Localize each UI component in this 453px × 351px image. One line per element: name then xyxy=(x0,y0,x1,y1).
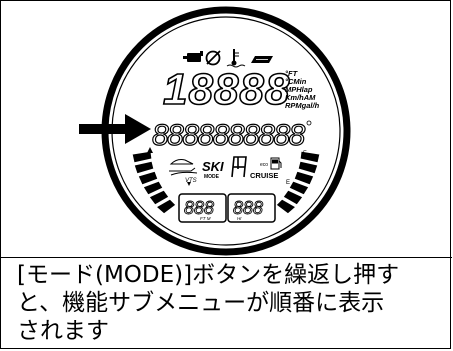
right-bar-graph xyxy=(275,150,321,215)
vts-boat-icon xyxy=(169,159,198,176)
oil-warning-icon xyxy=(183,51,203,62)
section-divider xyxy=(1,257,452,258)
caption-line-1: [モード(MODE)]ボタンを繰返し押す xyxy=(17,262,400,288)
main-digits: 18888 xyxy=(163,65,290,114)
battery-icon xyxy=(251,56,273,63)
unit-label-3: MPHlap xyxy=(285,85,313,94)
pointer-arrow-icon xyxy=(79,114,151,144)
fuel-full-label: F xyxy=(303,151,307,157)
segment-row: 8888888888 xyxy=(152,119,306,152)
instruction-caption: [モード(MODE)]ボタンを繰返し押す と、機能サブメニューが順番に表示 され… xyxy=(17,261,442,345)
up-triangle-icon xyxy=(147,147,153,153)
gauge-illustration: 18888 °FT °CMin MPHlap Km/hAM RPMgal/h 8… xyxy=(1,1,452,257)
unit-label-4: Km/hAM xyxy=(285,93,316,102)
ski-label: SKI xyxy=(202,159,224,174)
mode-letter-segment xyxy=(231,156,247,178)
right-digit-box xyxy=(227,193,276,223)
unit-label-1: °FT xyxy=(285,69,299,78)
unit-label-5: RPMgal/h xyxy=(285,101,320,110)
unit-label-2: °CMin xyxy=(285,77,307,86)
vts-label: VTS xyxy=(185,178,197,184)
left-box-digits: 888 xyxy=(184,198,214,218)
left-box-units: FT M xyxy=(200,216,211,221)
fuel-empty-label: E xyxy=(286,180,290,186)
right-box-digits: 888 xyxy=(233,198,263,218)
ski-mode-label: MODE xyxy=(204,174,220,180)
left-bar-graph xyxy=(131,150,177,215)
left-digit-box xyxy=(178,193,227,223)
degree-dot xyxy=(306,120,312,126)
no-service-icon xyxy=(205,50,221,66)
fuel-pump-icon xyxy=(270,157,282,170)
eco-label: eco xyxy=(260,162,268,168)
caption-line-2: と、機能サブメニューが順番に表示 xyxy=(17,290,385,316)
down-triangle-icon xyxy=(187,182,191,186)
right-box-units: Hr xyxy=(237,216,242,221)
temperature-icon xyxy=(226,49,246,68)
caption-line-3: されます xyxy=(17,318,109,344)
cruise-label: CRUISE xyxy=(250,171,278,180)
gauge-drawing: 18888 °FT °CMin MPHlap Km/hAM RPMgal/h 8… xyxy=(79,6,351,256)
